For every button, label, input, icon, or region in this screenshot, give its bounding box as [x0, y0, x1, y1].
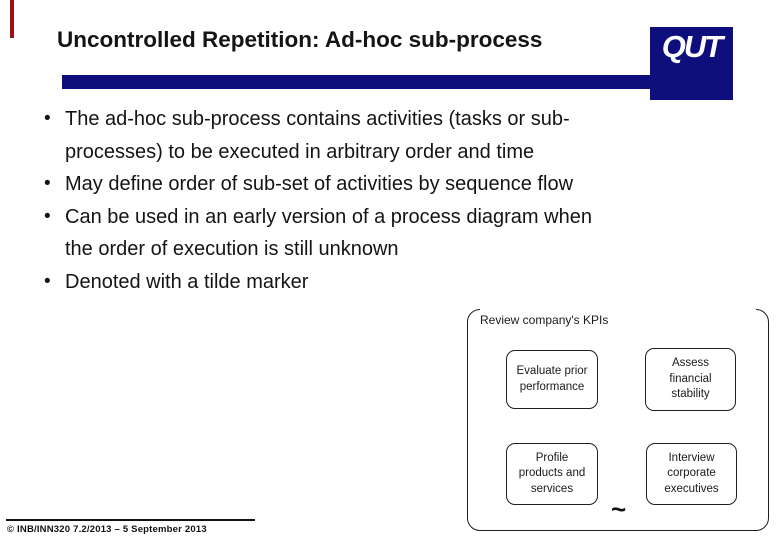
slide-title: Uncontrolled Repetition: Ad-hoc sub-proc…	[57, 27, 543, 52]
task-label: Profile products and services	[518, 451, 586, 495]
bullet-text: May define order of sub-set of activitie…	[65, 173, 574, 195]
bullet-text: Can be used in an early version of a pro…	[65, 205, 592, 261]
task-label: Evaluate prior performance	[516, 365, 588, 393]
task-label: Assess financial stability	[669, 357, 712, 401]
task-evaluate-prior-performance: Evaluate prior performance	[506, 350, 598, 409]
task-profile-products-services: Profile products and services	[506, 443, 598, 505]
footer-copyright: © INB/INN320 7.2/2013 – 5 September 2013	[7, 524, 207, 535]
title-underline-bar	[62, 75, 655, 89]
bullet-item: May define order of sub-set of activitie…	[42, 168, 702, 201]
container-open-top-edge	[480, 309, 756, 312]
bullet-item: Can be used in an early version of a pro…	[42, 201, 702, 266]
task-interview-corporate-executives: Interview corporate executives	[646, 443, 737, 505]
qut-logo: QUT	[650, 27, 733, 100]
bullet-text: The ad-hoc sub-process contains activiti…	[65, 108, 570, 163]
task-assess-financial-stability: Assess financial stability	[645, 348, 736, 411]
bullet-list: The ad-hoc sub-process contains activiti…	[42, 103, 702, 298]
adhoc-subprocess-container: Review company's KPIs Evaluate prior per…	[467, 309, 769, 531]
bullet-item: Denoted with a tilde marker	[42, 266, 702, 299]
adhoc-tilde-marker: ~	[611, 494, 627, 524]
bullet-item: The ad-hoc sub-process contains activiti…	[42, 103, 702, 168]
bullet-text: Denoted with a tilde marker	[65, 270, 309, 293]
task-label: Interview corporate executives	[664, 451, 719, 495]
red-accent-bar	[10, 0, 14, 38]
footer-divider-line	[6, 519, 255, 521]
subprocess-label: Review company's KPIs	[480, 313, 609, 327]
qut-logo-text: QUT	[661, 29, 723, 64]
